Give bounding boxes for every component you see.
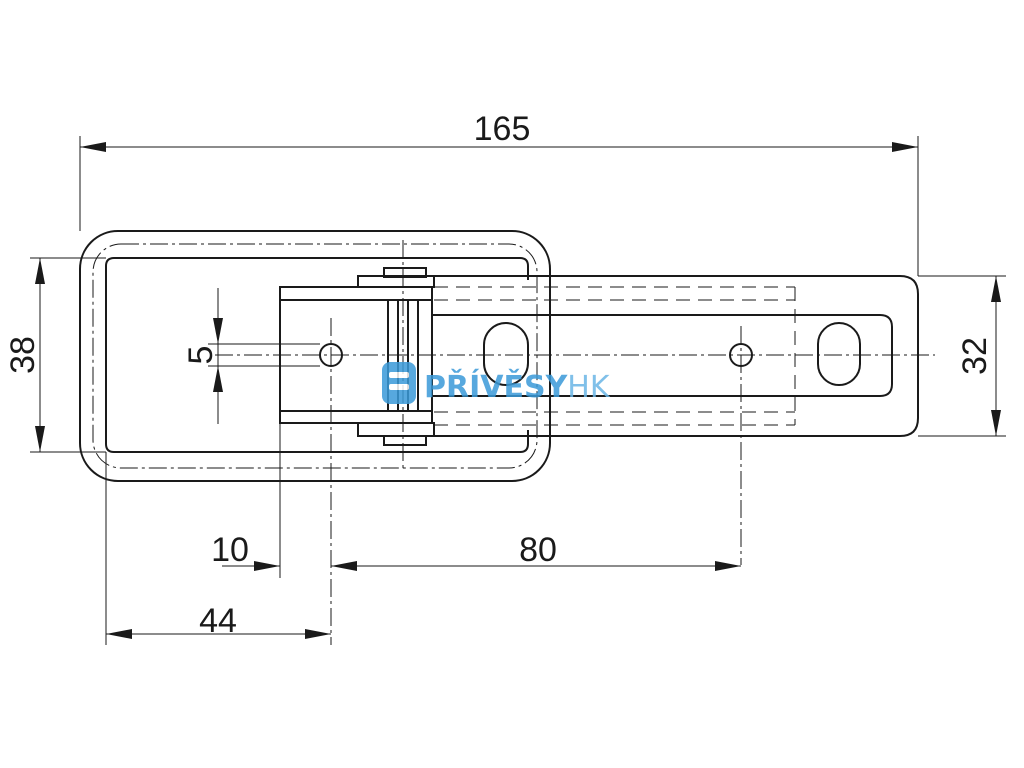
latch-body bbox=[279, 240, 435, 645]
base-plate-flange-centerline bbox=[92, 243, 538, 469]
dimension-hole-diameter: 5 bbox=[182, 288, 320, 424]
dimension-label-165: 165 bbox=[474, 110, 531, 148]
strap-outer bbox=[432, 275, 919, 437]
base-plate bbox=[79, 230, 551, 482]
brand-name: PŘÍVĚSYHK bbox=[424, 369, 611, 405]
dimension-label-44: 44 bbox=[199, 602, 237, 640]
brand-logo-icon bbox=[382, 362, 416, 404]
base-plate-outer bbox=[79, 230, 551, 482]
brand-name-main: PŘÍVĚSY bbox=[424, 369, 569, 405]
dimension-strap-height: 32 bbox=[918, 275, 1006, 437]
brand-name-suffix: HK bbox=[567, 370, 611, 405]
hinge-ear-top-pin bbox=[383, 267, 427, 278]
brand-watermark: PŘÍVĚSYHK bbox=[382, 362, 611, 405]
dimension-label-32: 32 bbox=[956, 337, 994, 375]
dimension-base-to-hole: 44 bbox=[105, 452, 331, 645]
slot-left bbox=[483, 322, 529, 386]
dimension-label-38: 38 bbox=[4, 336, 42, 374]
base-plate-inner-recess bbox=[105, 257, 529, 453]
dimension-label-5: 5 bbox=[182, 346, 220, 365]
strap bbox=[432, 275, 919, 565]
dimension-label-80: 80 bbox=[519, 531, 557, 569]
dimension-hinge-and-spacing: 10 80 bbox=[211, 423, 741, 578]
hinge-ear-bottom-pin bbox=[383, 435, 427, 446]
dimension-base-height: 38 bbox=[4, 257, 106, 453]
dimension-label-10: 10 bbox=[211, 531, 249, 569]
hinge-ear-bottom bbox=[357, 422, 435, 437]
slot-right bbox=[817, 322, 861, 386]
dimension-overall-length: 165 bbox=[79, 110, 919, 276]
